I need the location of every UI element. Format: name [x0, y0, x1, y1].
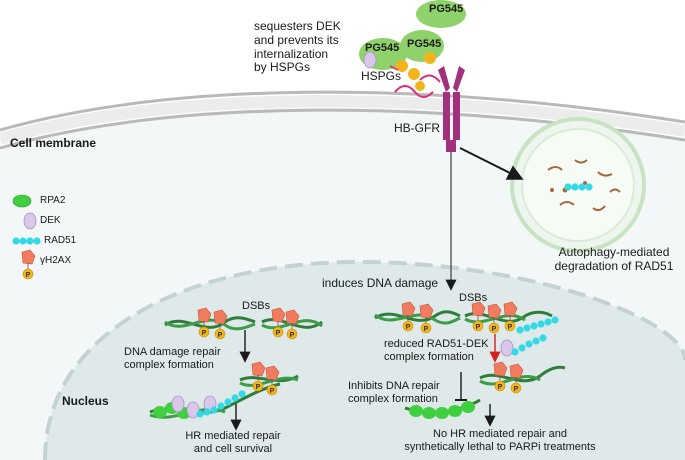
pg545-top-molecule	[416, 0, 466, 28]
rpa2-chain-right-bottom	[404, 398, 481, 419]
rpa2-icon	[12, 194, 32, 208]
dna-strand-right-top	[374, 302, 559, 334]
autophagosome	[510, 117, 646, 253]
rad51-chain-autophagosome	[564, 183, 593, 191]
pg545-right-label: PG545	[407, 38, 442, 50]
hspgs-label: HSPGs	[361, 69, 402, 83]
legend-rpa2-label: RPA2	[40, 195, 66, 206]
dna-strand-left-top	[164, 308, 323, 339]
dna-repair-complex-left	[149, 362, 299, 419]
legend-gamma-h2ax-label: γH2AX	[40, 255, 72, 266]
rad51-icon	[12, 237, 41, 245]
cell-membrane-outer	[0, 90, 685, 132]
legend-dek-label: DEK	[40, 215, 61, 226]
dek-bound	[363, 51, 377, 69]
nucleus-envelope	[43, 259, 685, 460]
dsbs-right-label: DSBs	[459, 292, 488, 304]
pg545-left-label: PG545	[365, 42, 400, 54]
rad51-chain-right-top	[516, 316, 559, 334]
cell-membrane-label: Cell membrane	[10, 136, 97, 150]
inhibit-mark-membrane	[389, 65, 399, 71]
inhibit-bar	[455, 372, 467, 401]
cell-membrane-fill	[0, 95, 685, 145]
hspg-chain	[394, 85, 434, 98]
phospho-beads-membrane	[396, 52, 436, 91]
induces-dna-damage-label: induces DNA damage	[322, 276, 439, 290]
hb-gfr-receptor	[438, 66, 465, 152]
pg545-top-label: PG545	[429, 3, 464, 15]
dsbs-left-label: DSBs	[242, 300, 271, 312]
nucleus-label: Nucleus	[62, 394, 109, 408]
hspg-chain-2	[419, 74, 441, 83]
arrow-to-autophagy	[459, 147, 524, 180]
hb-gfr-label: HB-GFR	[394, 121, 440, 135]
dek-icon	[23, 212, 37, 230]
legend-rad51-label: RAD51	[44, 235, 77, 246]
dna-strand-right-middle	[479, 334, 566, 393]
